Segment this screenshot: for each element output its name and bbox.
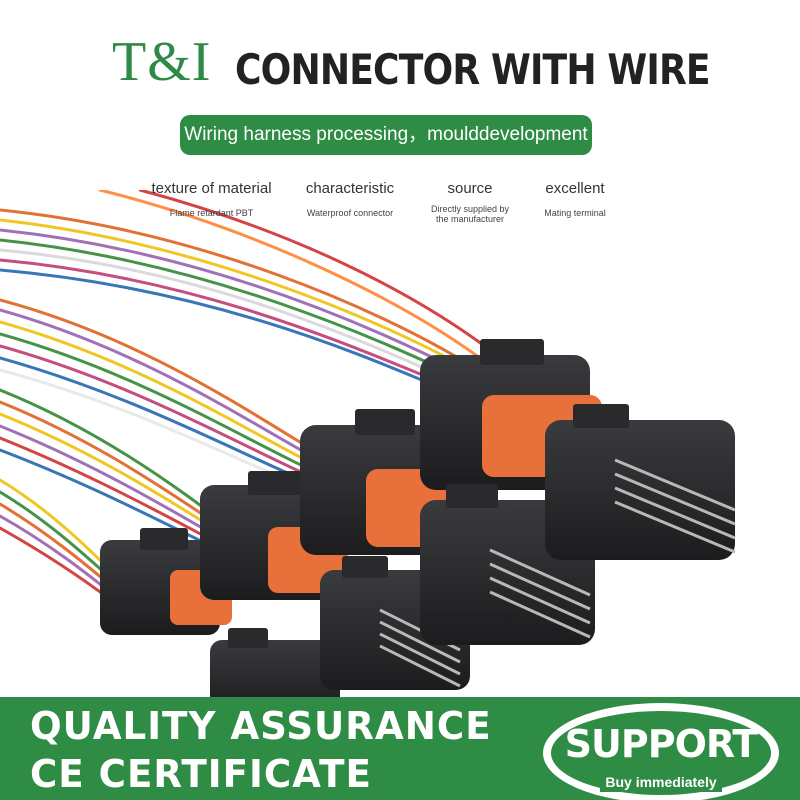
feature-source: source Directly supplied by the manufact… xyxy=(425,178,515,224)
feature-title: excellent xyxy=(545,180,605,197)
ce-certificate-text: CE CERTIFICATE xyxy=(30,752,372,796)
feature-title: texture of material xyxy=(151,180,272,197)
feature-subtitle: Flame retardant PBT xyxy=(169,208,254,218)
tagline-badge: Wiring harness processing，moulddevelopme… xyxy=(180,115,592,155)
feature-subtitle: Mating terminal xyxy=(544,208,606,218)
feature-excellent: excellent Mating terminal xyxy=(540,178,610,218)
feature-title: source xyxy=(447,180,493,197)
brand-logo: T&I xyxy=(112,31,212,93)
page-title: CONNECTOR WITH WIRE xyxy=(235,45,711,94)
feature-title: characteristic xyxy=(305,180,395,197)
product-photo xyxy=(0,190,736,700)
feature-subtitle: Directly supplied by the manufacturer xyxy=(430,204,510,224)
header: T&I CONNECTOR WITH WIRE xyxy=(0,0,800,110)
feature-characteristic: characteristic Waterproof connector xyxy=(300,178,400,218)
support-label[interactable]: SUPPORT xyxy=(564,722,759,766)
quality-assurance-text: QUALITY ASSURANCE xyxy=(30,704,492,748)
buy-now-link[interactable]: Buy immediately xyxy=(600,772,722,792)
feature-material: texture of material Flame retardant PBT xyxy=(145,178,278,218)
feature-list: texture of material Flame retardant PBT … xyxy=(0,178,800,238)
feature-subtitle: Waterproof connector xyxy=(306,208,394,218)
